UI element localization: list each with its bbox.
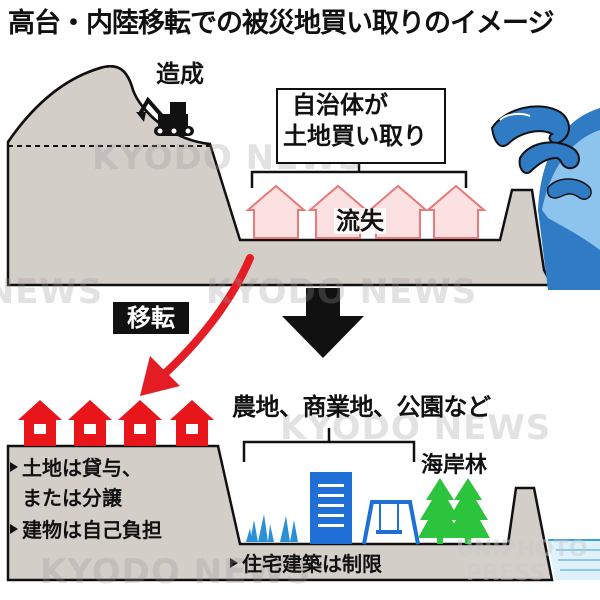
grass-icon	[246, 514, 298, 542]
coastal-forest-label: 海岸林	[421, 453, 488, 478]
buyout-label-line1: 自治体が	[292, 91, 388, 119]
washed-away-label: 流失	[334, 207, 386, 235]
buyout-label-line2: 土地買い取り	[283, 122, 427, 150]
tree-icon	[418, 478, 462, 544]
sea-waves	[556, 549, 600, 571]
down-arrow-icon	[282, 288, 364, 358]
excavator-icon	[136, 96, 194, 136]
land-use-label: 農地、商業地、公園など	[232, 393, 491, 421]
relocation-arrow-head	[140, 356, 180, 396]
hill-cap	[10, 68, 206, 144]
watermark: KYODO NEWS	[280, 408, 552, 448]
land-use-bracket	[242, 428, 416, 462]
swing-icon	[362, 500, 420, 545]
house-icon	[18, 400, 62, 446]
buyout-label-box	[276, 88, 446, 164]
relocation-label: 移転	[113, 302, 189, 334]
ghost-house-4	[425, 184, 487, 239]
tsunami-wave-icon	[490, 105, 600, 290]
coastal-forest	[418, 478, 490, 544]
ghost-house-1	[245, 184, 307, 239]
note-building-cost: 建物は自己負担	[22, 518, 162, 542]
construction-label: 造成	[156, 60, 204, 88]
house-icon	[170, 400, 214, 446]
office-building-icon	[310, 472, 352, 544]
watermark: KYODO NEWS	[0, 272, 104, 312]
diagram-title: 高台・内陸移転での被災地買い取りのイメージ	[8, 8, 554, 39]
bottom-ground-profile	[6, 444, 554, 582]
house-icon	[118, 400, 162, 446]
note-bullets	[10, 462, 238, 568]
note-land-lease: 土地は貸与、	[22, 456, 142, 480]
relocated-houses	[18, 400, 214, 446]
tree-icon	[446, 478, 490, 544]
note-housing-restricted: 住宅建築は制限	[242, 552, 382, 576]
watermark: KYODO NEWS	[206, 272, 478, 312]
house-icon	[68, 400, 112, 446]
relocation-arrow-shaft	[156, 254, 254, 382]
watermark: KYODO NEWS	[40, 552, 312, 592]
note-or-sale: または分譲	[22, 486, 122, 510]
press-watermark: UNIPHOTO PRESS	[456, 537, 588, 587]
